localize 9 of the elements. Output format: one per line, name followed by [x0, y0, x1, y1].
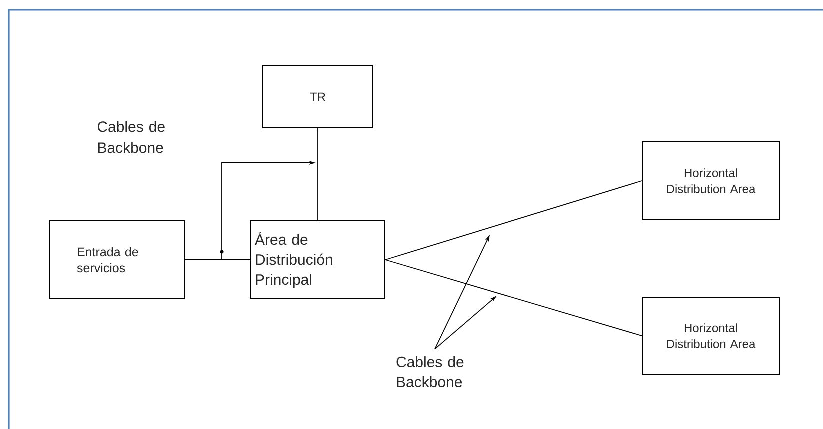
- callout-text: Cables de Backbone: [98, 121, 165, 154]
- process-box: Horizontal Distribution Area: [642, 297, 780, 375]
- process-box: Área de Distribución Principal: [250, 220, 386, 300]
- connector-line: [385, 180, 642, 260]
- process-box: Entrada de servicios: [49, 220, 185, 300]
- connector-line: [385, 260, 642, 336]
- process-box: Horizontal Distribution Area: [642, 142, 780, 220]
- callout-text: Cables de Backbone: [396, 356, 464, 388]
- process-box: TR: [262, 66, 374, 128]
